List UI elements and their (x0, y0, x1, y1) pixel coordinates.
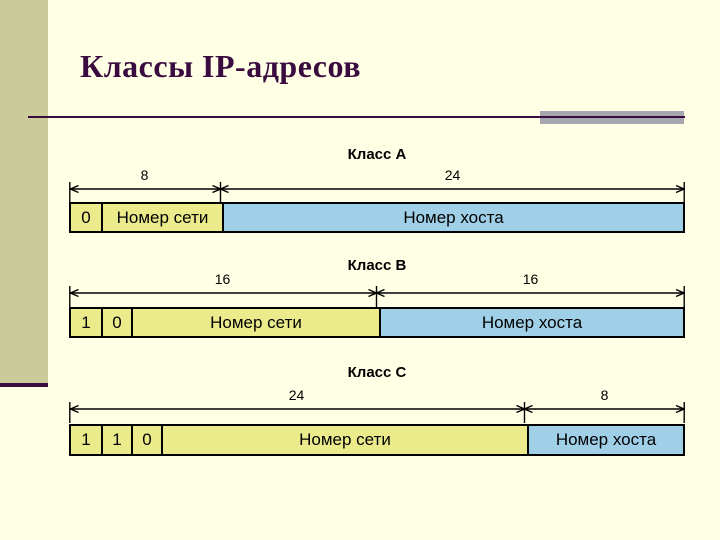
class-b-host-cell: Номер хоста (379, 309, 683, 336)
class-c-network-cell: Номер сети (161, 426, 527, 454)
dimension-arrows (69, 286, 685, 307)
dimension-arrows (69, 402, 685, 423)
class-c-table: 1 1 0 Номер сети Номер хоста (69, 424, 685, 456)
sidebar-accent-line (0, 383, 48, 387)
class-a-bit-0: 0 (71, 204, 101, 231)
class-b-bit-0: 1 (71, 309, 101, 336)
class-b-label: Класс B (347, 257, 407, 274)
class-c-host-cell: Номер хоста (527, 426, 683, 454)
class-c-bits-left: 24 (288, 387, 305, 403)
dimension-arrows (69, 182, 685, 203)
class-a-host-cell: Номер хоста (222, 204, 683, 231)
class-b-bits-left: 16 (214, 271, 231, 287)
class-a-bits-right: 24 (444, 167, 461, 183)
class-c-bit-1: 1 (101, 426, 131, 454)
sidebar-bar (0, 0, 48, 383)
class-b-table: 1 0 Номер сети Номер хоста (69, 307, 685, 338)
slide-title: Классы IP-адресов (80, 48, 361, 84)
title-underline (28, 116, 685, 118)
class-a-table: 0 Номер сети Номер хоста (69, 202, 685, 233)
class-c-bits-right: 8 (600, 387, 609, 403)
class-a-network-cell: Номер сети (101, 204, 222, 231)
class-b-network-cell: Номер сети (131, 309, 379, 336)
class-a-label: Класс A (347, 146, 407, 163)
class-c-bit-0: 1 (71, 426, 101, 454)
class-c-bit-2: 0 (131, 426, 161, 454)
class-a-bits-left: 8 (140, 167, 149, 183)
class-c-label: Класс C (347, 364, 407, 381)
class-b-bits-right: 16 (522, 271, 539, 287)
class-b-bit-1: 0 (101, 309, 131, 336)
